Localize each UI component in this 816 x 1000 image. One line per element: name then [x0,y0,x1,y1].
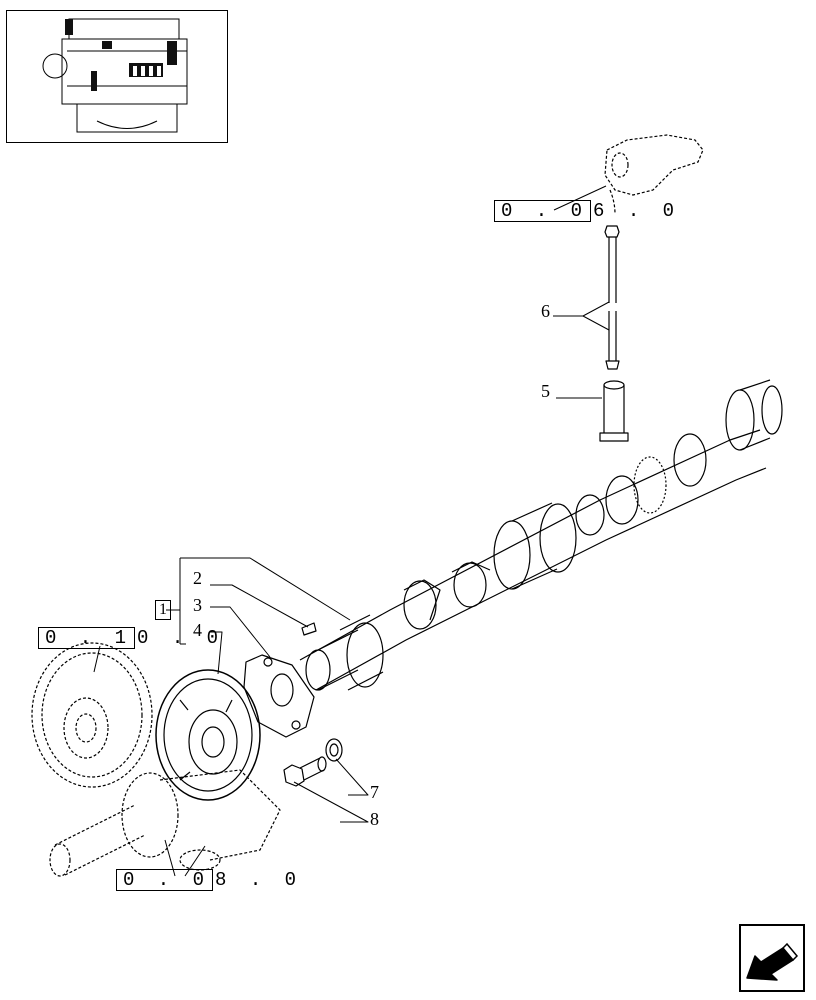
callout-7: 7 [370,782,379,802]
reference-gear-train-box: 0 . 1 [38,627,136,649]
callout-8: 8 [370,809,379,829]
bolt [283,756,327,787]
reference-crankshaft-rest: 8 . 0 [215,869,303,891]
arrow-back-icon [746,942,799,981]
crankshaft-reference [49,769,281,877]
callout-4: 4 [193,620,202,640]
thrust-plate [243,654,315,738]
reference-gear-train-rest: 0 . 0 [137,627,225,649]
engine-thumbnail[interactable] [6,10,228,143]
pushrod [604,225,620,370]
reference-crankshaft-box: 0 . 0 [116,869,214,891]
camshaft [299,379,783,691]
callout-2: 2 [193,568,202,588]
reference-rocker-box: 0 . 0 [494,200,592,222]
woodruff-key [301,622,317,636]
callout-5: 5 [541,381,550,401]
reference-rocker-rest: 6 . 0 [593,200,681,222]
idler-gear-reference [31,642,153,788]
engine-thumbnail-icon [42,18,188,133]
callout-3: 3 [193,595,202,615]
back-navigation-button[interactable] [739,924,805,992]
callout-group-1: 1 [155,600,171,620]
rocker-arm-reference [604,134,704,215]
callout-6: 6 [541,301,550,321]
camshaft-gear [155,669,261,801]
tappet [599,380,629,442]
washer [325,738,343,762]
leader-lines [93,185,610,877]
